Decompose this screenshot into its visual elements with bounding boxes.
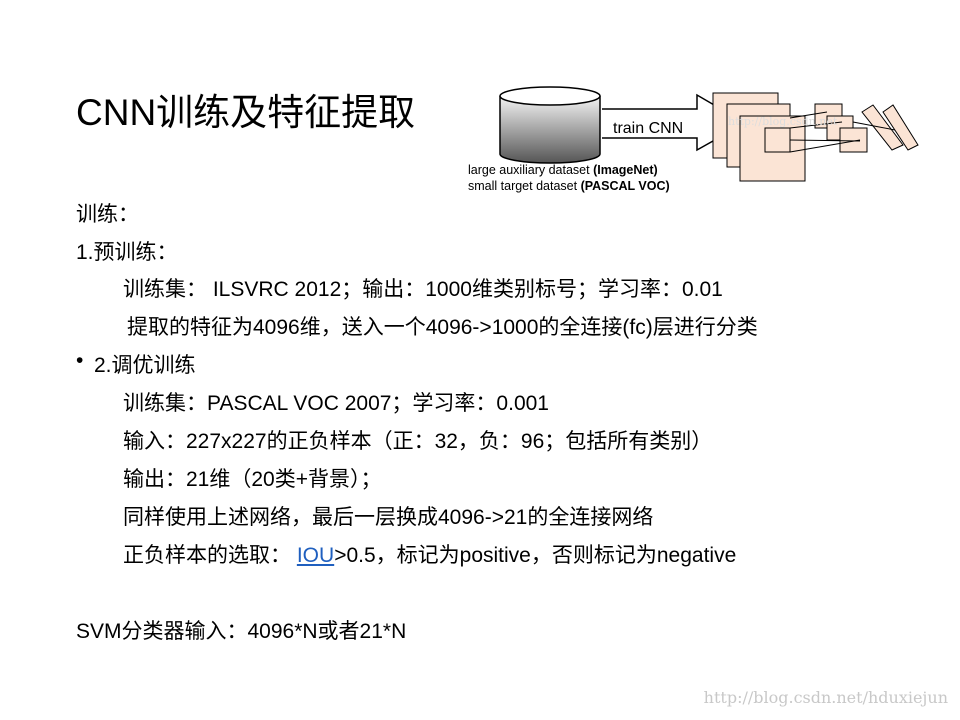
pretraining-dataset: 训练集： ILSVRC 2012；输出：1000维类别标号；学习率：0.01 (123, 278, 723, 301)
finetune-network: 同样使用上述网络，最后一层换成4096->21的全连接网络 (123, 506, 654, 529)
finetune-dataset: 训练集：PASCAL VOC 2007；学习率：0.001 (123, 392, 549, 415)
watermark: http://blog.csdn.net/hduxiejun (703, 688, 948, 707)
pretraining-heading: 1.预训练： (76, 241, 178, 264)
slide-title: CNN训练及特征提取 (76, 92, 416, 133)
iou-link[interactable]: IOU (296, 544, 335, 567)
arrow-label: train CNN (613, 120, 683, 137)
finetune-output: 输出：21维（20类+背景）； (123, 468, 382, 491)
training-heading: 训练： (76, 203, 139, 226)
database-cylinder-icon (499, 86, 601, 164)
finetune-input: 输入：227x227的正负样本（正：32，负：96；包括所有类别） (123, 430, 713, 453)
cnn-layers (712, 92, 919, 182)
finetune-heading: 2.调优训练 (94, 354, 196, 377)
svm-input: SVM分类器输入：4096*N或者21*N (76, 620, 407, 643)
diagram-watermark: http://blog.csdn.net (728, 115, 838, 128)
sample-selection: 正负样本的选取： IOU>0.5，标记为positive，否则标记为negati… (123, 544, 737, 567)
caption-small-dataset: small target dataset (PASCAL VOC) (468, 179, 670, 193)
caption-large-dataset: large auxiliary dataset (ImageNet) (468, 163, 658, 177)
pretraining-feature: 提取的特征为4096维，送入一个4096->1000的全连接(fc)层进行分类 (127, 316, 758, 339)
bullet-icon: • (76, 349, 84, 372)
